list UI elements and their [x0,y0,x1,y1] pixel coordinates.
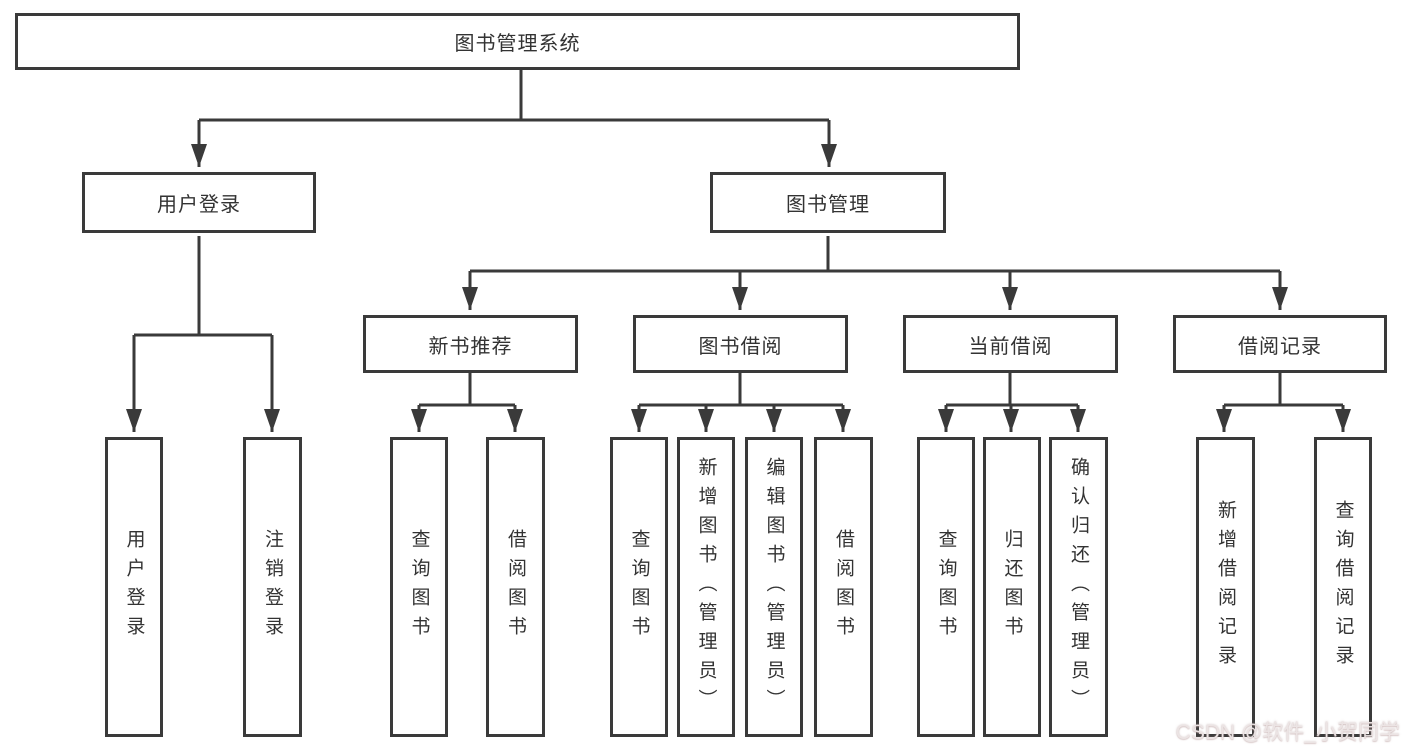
leaf-label: 借阅图书 [833,529,854,645]
node-book-borrow: 图书借阅 [633,315,848,373]
leaf-label: 查询图书 [935,529,957,645]
leaf-edit-book-admin: 编辑图书（管理员） [745,437,803,737]
leaf-logout: 注销登录 [243,437,302,737]
leaf-label: 新增图书（管理员） [695,456,717,718]
leaf-label: 新增借阅记录 [1215,500,1236,674]
node-label: 新书推荐 [428,335,513,358]
leaf-borrow-book: 借阅图书 [814,437,873,737]
node-root-system: 图书管理系统 [15,13,1020,70]
leaf-label: 借阅图书 [505,529,526,645]
leaf-user-login: 用户登录 [105,437,163,737]
node-label: 用户登录 [157,194,241,216]
leaf-confirm-return-admin: 确认归还（管理员） [1049,437,1108,737]
node-current-borrow: 当前借阅 [903,315,1118,373]
leaf-borrow-book-recommend: 借阅图书 [486,437,545,737]
leaf-label: 查询图书 [408,529,430,645]
node-label: 借阅记录 [1238,335,1322,358]
leaf-label: 用户登录 [123,529,145,645]
leaf-return-book: 归还图书 [983,437,1041,737]
leaf-query-book-recommend: 查询图书 [390,437,448,737]
node-user-login: 用户登录 [82,172,316,233]
leaf-add-book-admin: 新增图书（管理员） [677,437,735,737]
node-new-book-recommend: 新书推荐 [363,315,578,373]
node-label: 图书借阅 [698,335,783,358]
leaf-label: 编辑图书（管理员） [763,456,785,718]
leaf-query-book-borrow: 查询图书 [610,437,668,737]
leaf-label: 查询图书 [628,529,650,645]
leaf-label: 确认归还（管理员） [1068,456,1089,718]
leaf-add-borrow-record: 新增借阅记录 [1196,437,1255,737]
node-book-management: 图书管理 [710,172,946,233]
leaf-query-book-current: 查询图书 [917,437,975,737]
node-root-label: 图书管理系统 [454,33,581,55]
leaf-query-borrow-record: 查询借阅记录 [1314,437,1372,737]
node-label: 图书管理 [786,194,870,216]
leaf-label: 归还图书 [1001,529,1023,645]
leaf-label: 注销登录 [262,529,283,645]
leaf-label: 查询借阅记录 [1332,500,1354,674]
node-label: 当前借阅 [968,335,1053,358]
node-borrow-records: 借阅记录 [1173,315,1387,373]
